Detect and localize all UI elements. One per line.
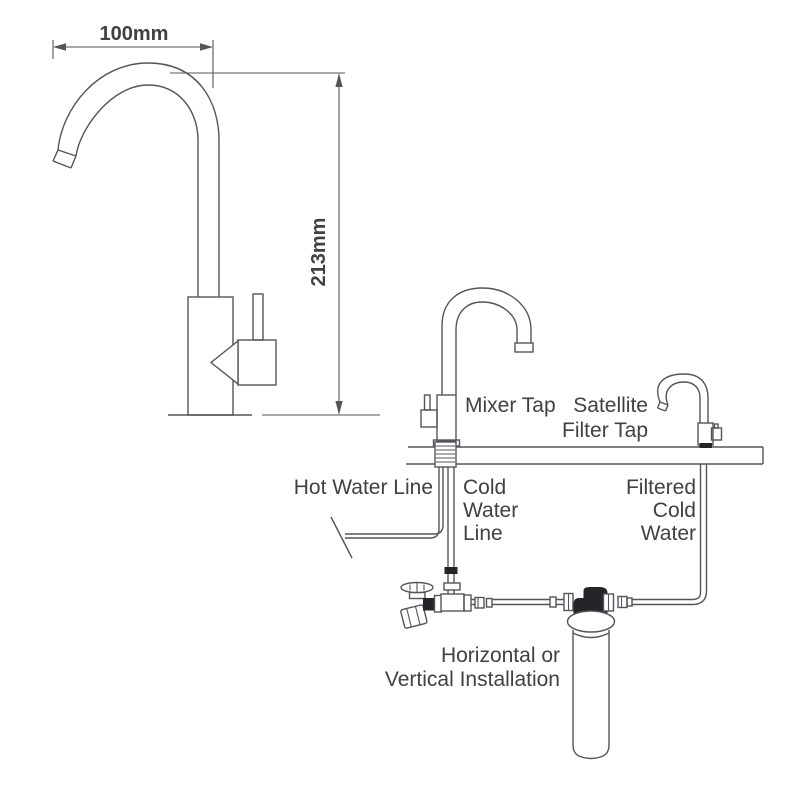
hot-pipe-outer (345, 467, 440, 539)
filtered-water-pipe (632, 464, 708, 606)
tee-inlet-collar (443, 582, 461, 591)
tee-body (440, 593, 465, 612)
installation-note-line1: Horizontal or (441, 644, 560, 667)
cold-water-line-label-line2: Water (463, 499, 518, 522)
tee-right-flange (463, 594, 472, 612)
arrow-down-icon (335, 401, 343, 415)
filter-cartridge-body (572, 630, 610, 760)
satellite-spout-outer (657, 373, 709, 423)
cold-pipe-lower (447, 574, 455, 594)
valve-handle-knurl (409, 583, 425, 592)
spout-tip (52, 149, 77, 169)
filter-inlet-pipe (556, 598, 564, 606)
spout-inner-curve (75, 84, 199, 297)
handle-stem (252, 293, 264, 341)
countertop (406, 446, 764, 465)
satellite-body (697, 422, 714, 446)
countertop-lines (406, 446, 764, 465)
shutoff-valve (400, 581, 443, 629)
filtered-pipe-outer (632, 464, 708, 606)
mixer-spout-outer (441, 287, 532, 395)
mixer-handle-stem (423, 394, 431, 411)
filter-head (573, 587, 608, 618)
filter-outlet-nut (617, 595, 628, 609)
mixer-spout-tip (514, 342, 534, 353)
satellite-filter-tap-label-line1: Satellite (573, 394, 648, 417)
filter-unit (549, 587, 633, 760)
dimension-drawing: 100mm 213mm (52, 23, 380, 416)
filtered-cold-water-label-line2: Cold (653, 499, 696, 522)
hot-pipe-break-mark (330, 516, 353, 559)
mixer-tap (420, 287, 534, 468)
arrow-right-icon (200, 43, 213, 51)
tap-outline (52, 62, 277, 416)
spout-outer-curve (57, 62, 220, 297)
hot-water-line-label: Hot Water Line (294, 476, 433, 499)
hot-pipe-inner (345, 467, 444, 535)
thread-hatch (436, 445, 455, 463)
mixer-tap-label: Mixer Tap (465, 394, 556, 417)
cold-water-line-label-line3: Line (463, 522, 503, 545)
tee-to-filter-pipe (492, 598, 550, 606)
cold-pipe-coupler (444, 567, 458, 574)
height-dimension: 213mm (170, 72, 380, 416)
satellite-spout-inner (665, 381, 701, 423)
filter-shoulder (572, 632, 610, 639)
filter-cap (566, 610, 616, 633)
cold-water-line-label-line1: Cold (463, 476, 506, 499)
tee-adapter (440, 582, 550, 612)
height-dimension-label: 213mm (308, 218, 330, 287)
width-dimension-label: 100mm (100, 23, 169, 45)
satellite-filter-tap-label-line2: Filter Tap (562, 419, 648, 442)
filtered-cold-water-label-line1: Filtered (626, 476, 696, 499)
valve-body-dark (423, 598, 435, 611)
valve-angle-outlet (400, 604, 428, 629)
valve-stem (408, 591, 426, 600)
filter-outlet-nipple (626, 597, 633, 607)
width-dimension: 100mm (52, 23, 214, 88)
mixer-handle (420, 409, 438, 428)
tee-nipple (485, 597, 493, 608)
cold-water-line-pipe (444, 467, 458, 594)
filtered-pipe-inner (632, 464, 702, 601)
diagram-labels: Mixer Tap Satellite Filter Tap Hot Water… (294, 394, 696, 691)
installation-diagram: Mixer Tap Satellite Filter Tap Hot Water… (294, 287, 764, 760)
arrow-left-icon (53, 43, 66, 51)
mixer-body (436, 394, 457, 442)
installation-note-line2: Vertical Installation (385, 668, 560, 691)
satellite-base (699, 443, 712, 448)
handle-cone (209, 339, 239, 386)
cold-pipe-upper (447, 467, 455, 567)
mixer-spout-inner (455, 301, 518, 395)
satellite-filter-tap (656, 373, 723, 448)
hot-water-line-pipe (330, 467, 444, 559)
tee-compression-nut (474, 596, 485, 609)
satellite-spout-tip (656, 401, 669, 412)
satellite-handle-stem (713, 423, 719, 429)
arrow-up-icon (335, 73, 343, 87)
filter-inlet-nipple (549, 596, 557, 608)
handle-block (237, 339, 277, 386)
filtered-cold-water-label-line3: Water (641, 522, 696, 545)
